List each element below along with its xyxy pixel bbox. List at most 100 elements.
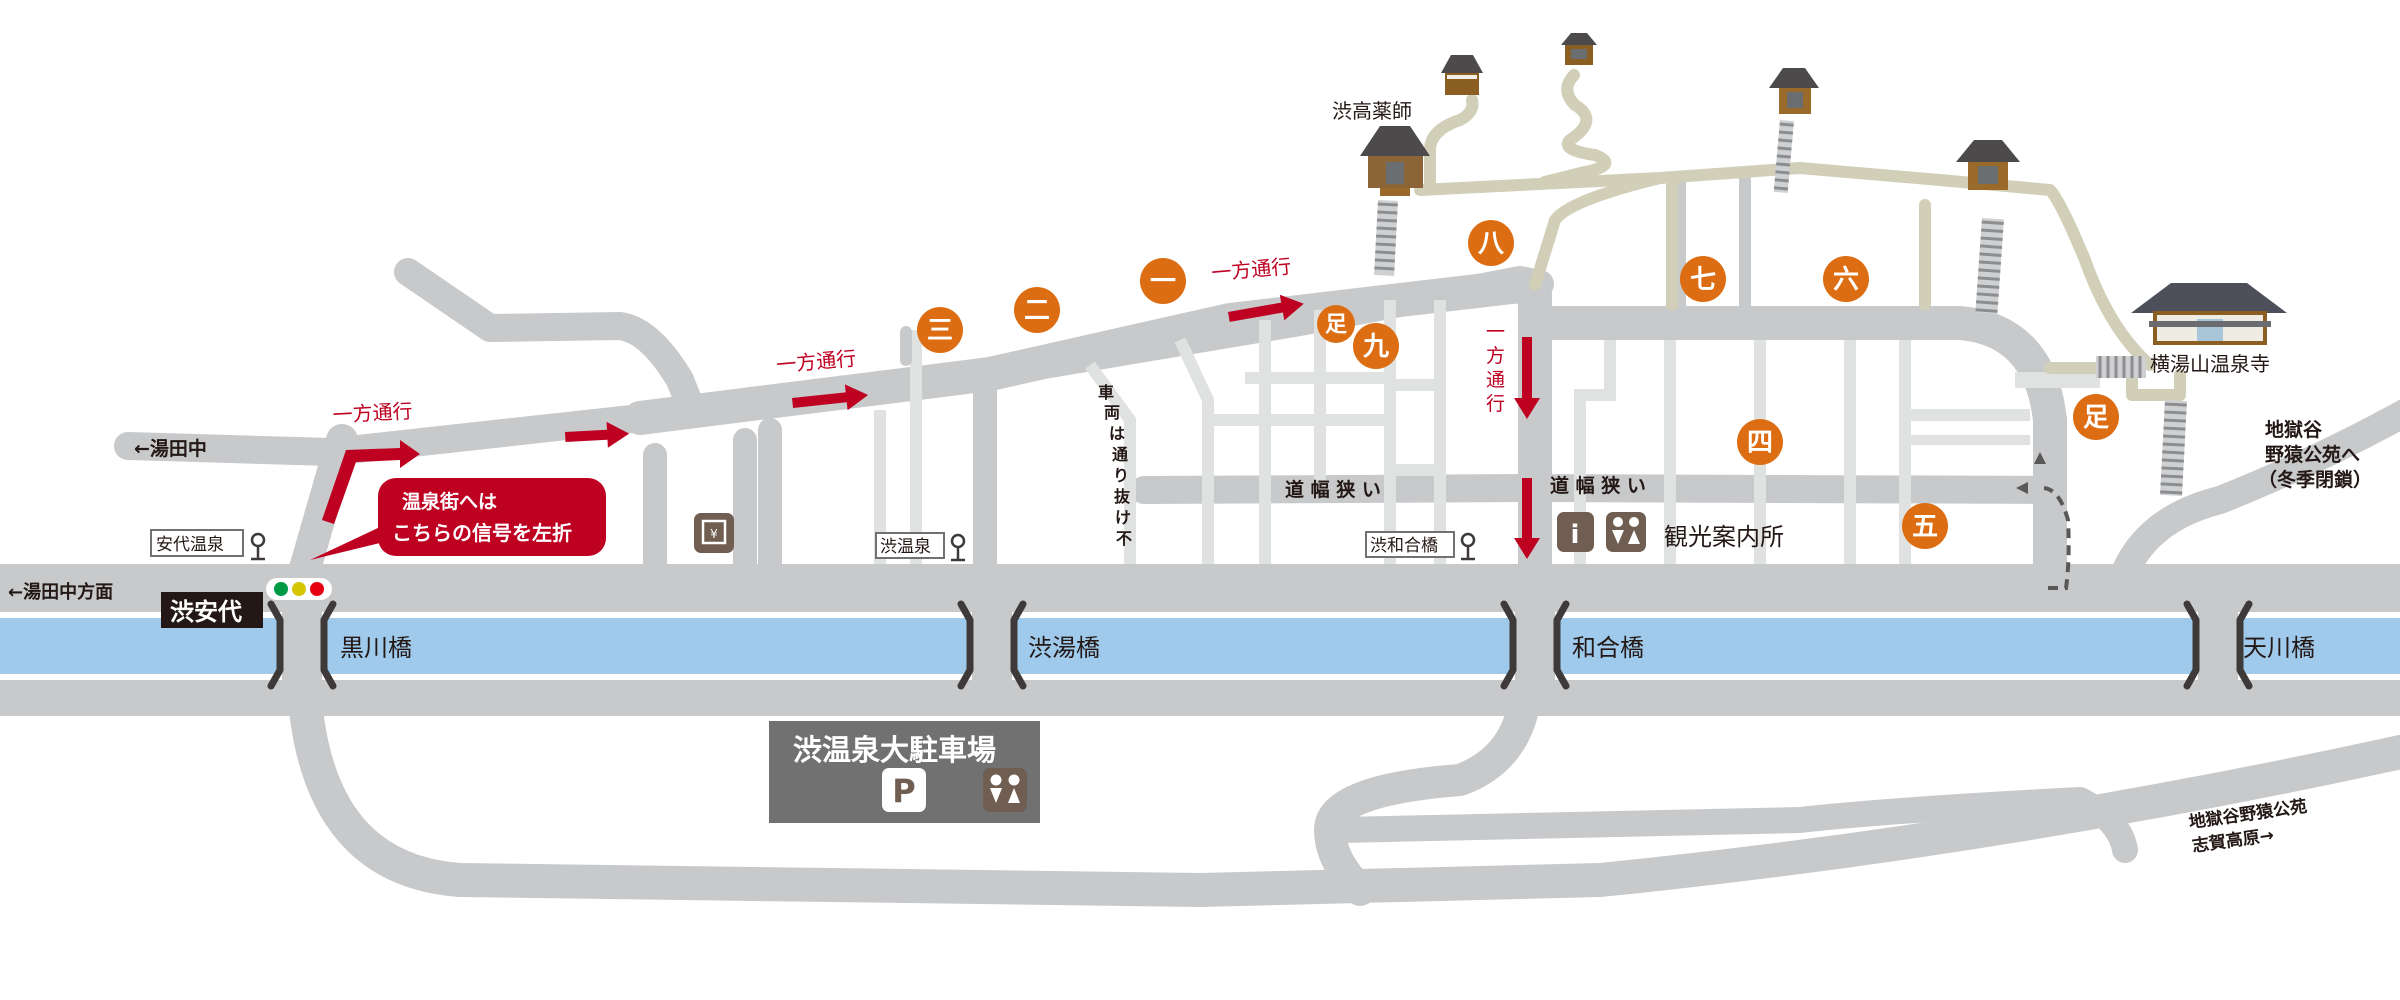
stair-step xyxy=(1376,234,1397,239)
stair-step xyxy=(2162,450,2185,455)
stair-step xyxy=(1376,218,1398,223)
stair-step xyxy=(1981,220,2004,226)
temple-shibu-takayakushi-icon[interactable] xyxy=(1360,126,1430,196)
stair-step xyxy=(1978,268,2001,273)
note-narrow-road-1: 道 幅 狭 い xyxy=(1285,478,1381,501)
bath-marker-2[interactable]: 二 xyxy=(1014,287,1060,333)
road-signal-link[interactable] xyxy=(284,424,358,602)
svg-text:両: 両 xyxy=(1104,403,1120,422)
bridges xyxy=(267,600,2253,692)
bath-marker-4[interactable]: 四 xyxy=(1737,419,1783,465)
stair-step xyxy=(2161,458,2184,463)
atm-icon[interactable]: ¥ xyxy=(694,513,734,553)
stair-step xyxy=(1776,162,1791,167)
one-way-arrow-down xyxy=(1514,478,1540,559)
svg-text:渋和合橋: 渋和合橋 xyxy=(1370,536,1438,556)
one-way-arrow xyxy=(1228,294,1304,322)
stair-step xyxy=(2161,466,2184,471)
one-way-label: 一方通行 xyxy=(332,399,413,427)
stair-step xyxy=(1778,130,1794,135)
stair-step xyxy=(1976,292,1999,297)
one-way-arrows xyxy=(322,294,1540,559)
svg-text:（冬季閉鎖）: （冬季閉鎖） xyxy=(2258,468,2372,491)
bath-marker-8[interactable]: 八 xyxy=(1468,220,1514,266)
note-narrow-road-2: 道 幅 狭 い xyxy=(1550,474,1646,497)
shrine-small-2-icon xyxy=(1561,33,1597,65)
svg-text:一: 一 xyxy=(1150,267,1176,297)
svg-text:通: 通 xyxy=(1486,369,1505,391)
stair-step xyxy=(1773,186,1789,191)
stair-step xyxy=(2160,482,2183,487)
svg-text:一: 一 xyxy=(1486,321,1505,343)
one-way-label: 一方通行 xyxy=(1210,254,1292,285)
shrine-small-4-icon xyxy=(1956,140,2020,190)
one-way-arrow xyxy=(792,384,869,411)
shrine-small-3-icon xyxy=(1769,68,1819,114)
temple-onsenji-icon[interactable] xyxy=(2131,283,2287,345)
stair-step xyxy=(1977,284,2000,289)
bridge-label-kurokawa: 黒川橋 xyxy=(340,634,412,662)
svg-text:行: 行 xyxy=(1486,393,1505,415)
bridge-label-amakawa: 天川橋 xyxy=(2243,634,2315,662)
stair-step xyxy=(1376,226,1397,231)
intersection-label: 渋安代 xyxy=(161,592,263,628)
stair-step xyxy=(1375,242,1396,247)
road-south-loop[interactable] xyxy=(1327,787,2138,863)
bridge-label-shibuyu: 渋湯橋 xyxy=(1028,634,1100,662)
road-south-bypass[interactable] xyxy=(288,683,2400,907)
bath-marker-5[interactable]: 五 xyxy=(1902,503,1948,549)
road-riverside-south[interactable] xyxy=(0,680,2400,716)
road-network xyxy=(0,258,2400,907)
road-jigokudani[interactable] xyxy=(2106,399,2400,600)
stair-step xyxy=(1374,266,1395,271)
svg-text:渋安代: 渋安代 xyxy=(170,598,242,626)
bus-stop-anndai[interactable]: 安代温泉 xyxy=(150,529,266,561)
one-way-arrow-down xyxy=(1514,337,1540,419)
bath-marker-6[interactable]: 六 xyxy=(1823,256,1869,302)
bath-marker-7[interactable]: 七 xyxy=(1680,256,1726,302)
bath-marker-1[interactable]: 一 xyxy=(1140,258,1186,304)
svg-text:通: 通 xyxy=(1112,445,1128,464)
stair-step xyxy=(1979,252,2002,257)
stair-step xyxy=(2163,418,2187,423)
svg-text:足: 足 xyxy=(2083,403,2109,433)
stair-step xyxy=(1377,210,1398,215)
stair-step xyxy=(2163,434,2186,439)
info-center[interactable]: i 観光案内所 xyxy=(1557,512,1784,552)
bus-stop-shibu-wagobashi[interactable]: 渋和合橋 xyxy=(1365,531,1476,561)
back-lanes xyxy=(643,174,2100,576)
svg-text:P: P xyxy=(892,772,915,810)
stair-step xyxy=(2164,410,2187,415)
svg-text:安代温泉: 安代温泉 xyxy=(156,535,224,555)
foot-bath-marker-1[interactable]: 足 xyxy=(1317,305,1355,343)
river-water xyxy=(0,618,2400,674)
stair-step xyxy=(1775,170,1790,175)
svg-text:不: 不 xyxy=(1116,529,1132,548)
foot-bath-marker-2[interactable]: 足 xyxy=(2073,394,2119,440)
info-icon xyxy=(1557,512,1594,552)
direction-jigokudani: 地獄谷 野猿公苑へ （冬季閉鎖） xyxy=(2258,418,2372,491)
svg-text:四: 四 xyxy=(1747,428,1773,458)
note-no-through-traffic: 車 両 は 通 り 抜 け 不 可 xyxy=(1098,383,1132,548)
svg-text:は: は xyxy=(1109,424,1125,443)
temple-footpaths xyxy=(1414,69,2186,401)
road-upper-east[interactable] xyxy=(1518,306,2067,607)
bath-marker-3[interactable]: 三 xyxy=(917,307,963,353)
svg-text:車: 車 xyxy=(1098,383,1114,402)
road-onsen-main[interactable] xyxy=(623,269,1552,607)
road-riverside-north[interactable] xyxy=(0,564,2400,612)
bus-stop-icon xyxy=(250,532,266,561)
dashed-route-arrow xyxy=(2043,486,2071,590)
parking-lot[interactable]: 渋温泉大駐車場 P xyxy=(769,721,1040,823)
bath-marker-9[interactable]: 九 xyxy=(1353,323,1399,369)
parking-icon: P xyxy=(882,768,926,812)
info-center-label: 観光案内所 xyxy=(1664,523,1784,551)
stairs xyxy=(1374,120,2187,497)
bus-stop-icon xyxy=(1460,532,1476,561)
bus-stop-shibu-onsen[interactable]: 渋温泉 xyxy=(875,532,966,562)
direction-yudanaka-area: ←湯田中方面 xyxy=(8,581,113,603)
road-wago-connector[interactable] xyxy=(1314,684,1541,906)
bus-stop-icon xyxy=(950,533,966,562)
road-north-branch[interactable] xyxy=(394,258,704,419)
